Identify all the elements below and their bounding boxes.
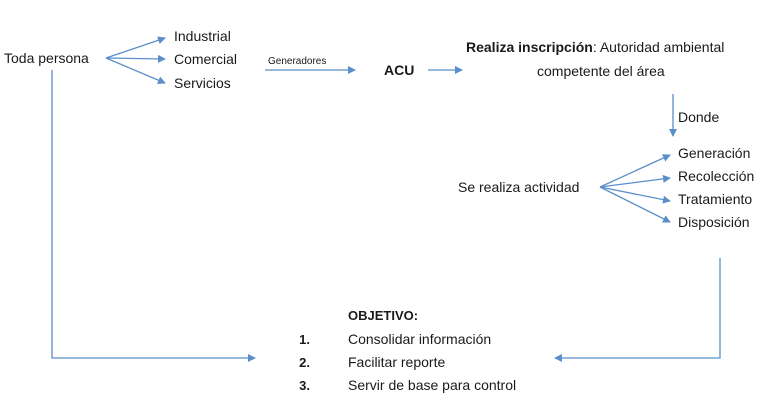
origin-label: Toda persona <box>4 50 89 66</box>
registration-rest: : Autoridad ambiental <box>592 39 725 55</box>
objective-num-3: 3. <box>299 378 310 393</box>
activity-disposicion: Disposición <box>678 214 750 230</box>
activity-label: Se realiza actividad <box>458 179 580 195</box>
objective-item-2: Facilitar reporte <box>348 354 446 370</box>
arrow-to-tratamiento <box>599 186 671 204</box>
objective-num-2: 2. <box>299 355 310 370</box>
sector-comercial: Comercial <box>174 51 238 67</box>
objective-num-1: 1. <box>299 332 310 347</box>
activity-generacion: Generación <box>678 145 751 161</box>
sector-industrial: Industrial <box>174 28 231 44</box>
registration-bold: Realiza inscripción <box>466 39 593 55</box>
objective-title: OBJETIVO: <box>348 308 419 323</box>
arrow-to-recoleccion <box>599 174 671 188</box>
registration-line2: competente del área <box>537 63 665 79</box>
arrow-activities-to-objective <box>554 258 721 362</box>
where-label: Donde <box>678 109 720 125</box>
arrow-to-industrial <box>105 36 166 59</box>
arrow-to-servicios <box>105 57 166 84</box>
arrow-to-generacion <box>599 154 671 188</box>
registration-line1: Realiza inscripción: Autoridad ambiental <box>466 39 724 55</box>
arrow-origin-to-objective <box>51 70 256 362</box>
arrow-to-comercial <box>105 54 166 63</box>
activity-recoleccion: Recolección <box>678 168 755 184</box>
objective-item-1: Consolidar información <box>348 331 492 347</box>
link-label-generadores: Generadores <box>268 56 327 67</box>
acu-label: ACU <box>384 62 415 78</box>
activity-tratamiento: Tratamiento <box>678 191 753 207</box>
arrow-to-disposicion <box>599 186 671 223</box>
sector-servicios: Servicios <box>174 75 231 91</box>
objective-item-3: Servir de base para control <box>348 377 517 393</box>
